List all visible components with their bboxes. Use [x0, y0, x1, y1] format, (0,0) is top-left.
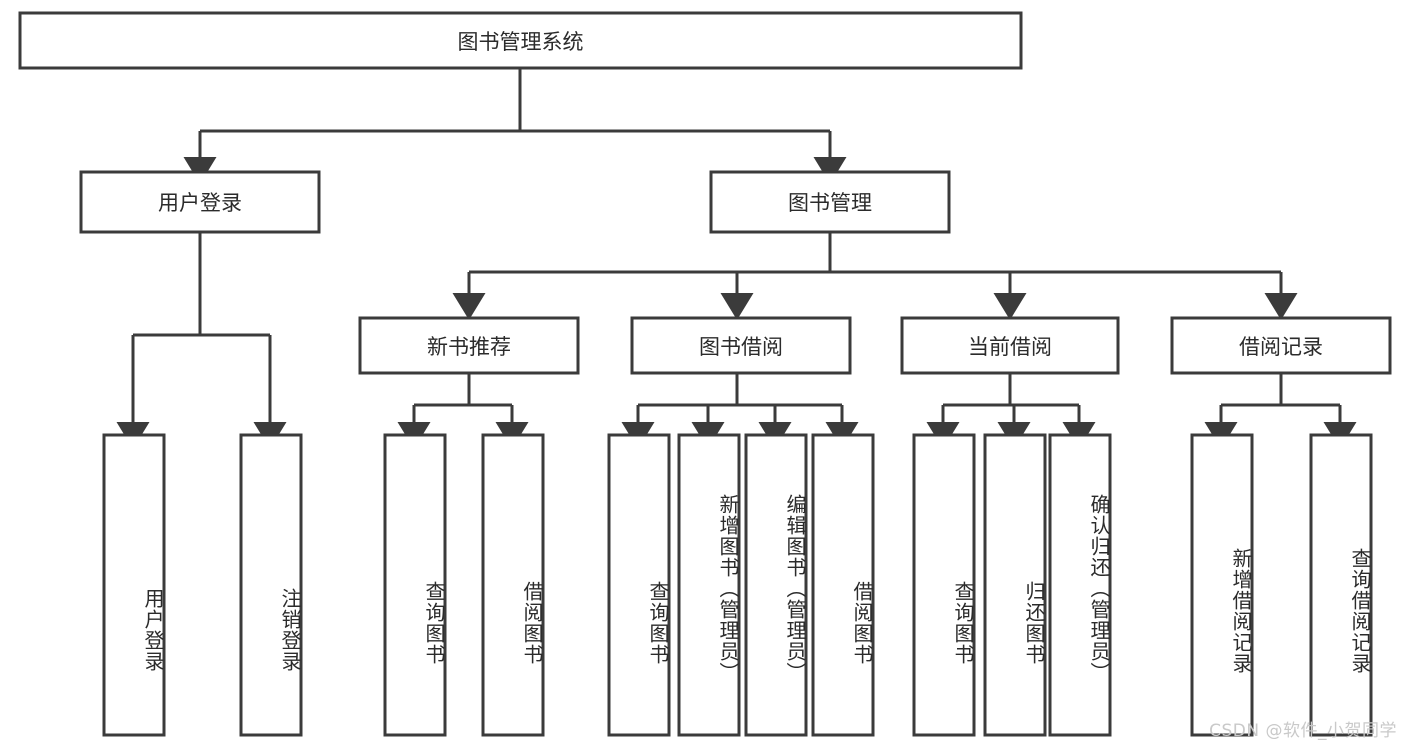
leaf-box-book-borrow-4[interactable]	[811, 433, 875, 737]
node-current-borrow-box[interactable]	[900, 316, 1120, 375]
node-root-box[interactable]	[18, 11, 1023, 70]
leaf-box-book-borrow-3[interactable]	[744, 433, 808, 737]
node-book-manage-box[interactable]	[709, 170, 951, 234]
leaf-box-new-book-2[interactable]	[481, 433, 545, 737]
leaf-box-user-login-2[interactable]	[239, 433, 303, 737]
csdn-watermark: CSDN @软件_小贺同学	[1209, 721, 1397, 741]
node-book-borrow-box[interactable]	[630, 316, 852, 375]
node-borrow-record-box[interactable]	[1170, 316, 1392, 375]
leaf-box-current-borrow-3[interactable]	[1048, 433, 1112, 737]
node-new-book-box[interactable]	[358, 316, 580, 375]
leaf-box-current-borrow-2[interactable]	[983, 433, 1047, 737]
leaf-box-current-borrow-1[interactable]	[912, 433, 976, 737]
leaf-box-borrow-record-2[interactable]	[1309, 433, 1373, 737]
leaf-box-borrow-record-1[interactable]	[1190, 433, 1254, 737]
leaf-box-user-login-1[interactable]	[102, 433, 166, 737]
node-user-login-box[interactable]	[79, 170, 321, 234]
leaf-box-book-borrow-2[interactable]	[677, 433, 741, 737]
leaf-box-new-book-1[interactable]	[383, 433, 447, 737]
leaf-box-book-borrow-1[interactable]	[607, 433, 671, 737]
